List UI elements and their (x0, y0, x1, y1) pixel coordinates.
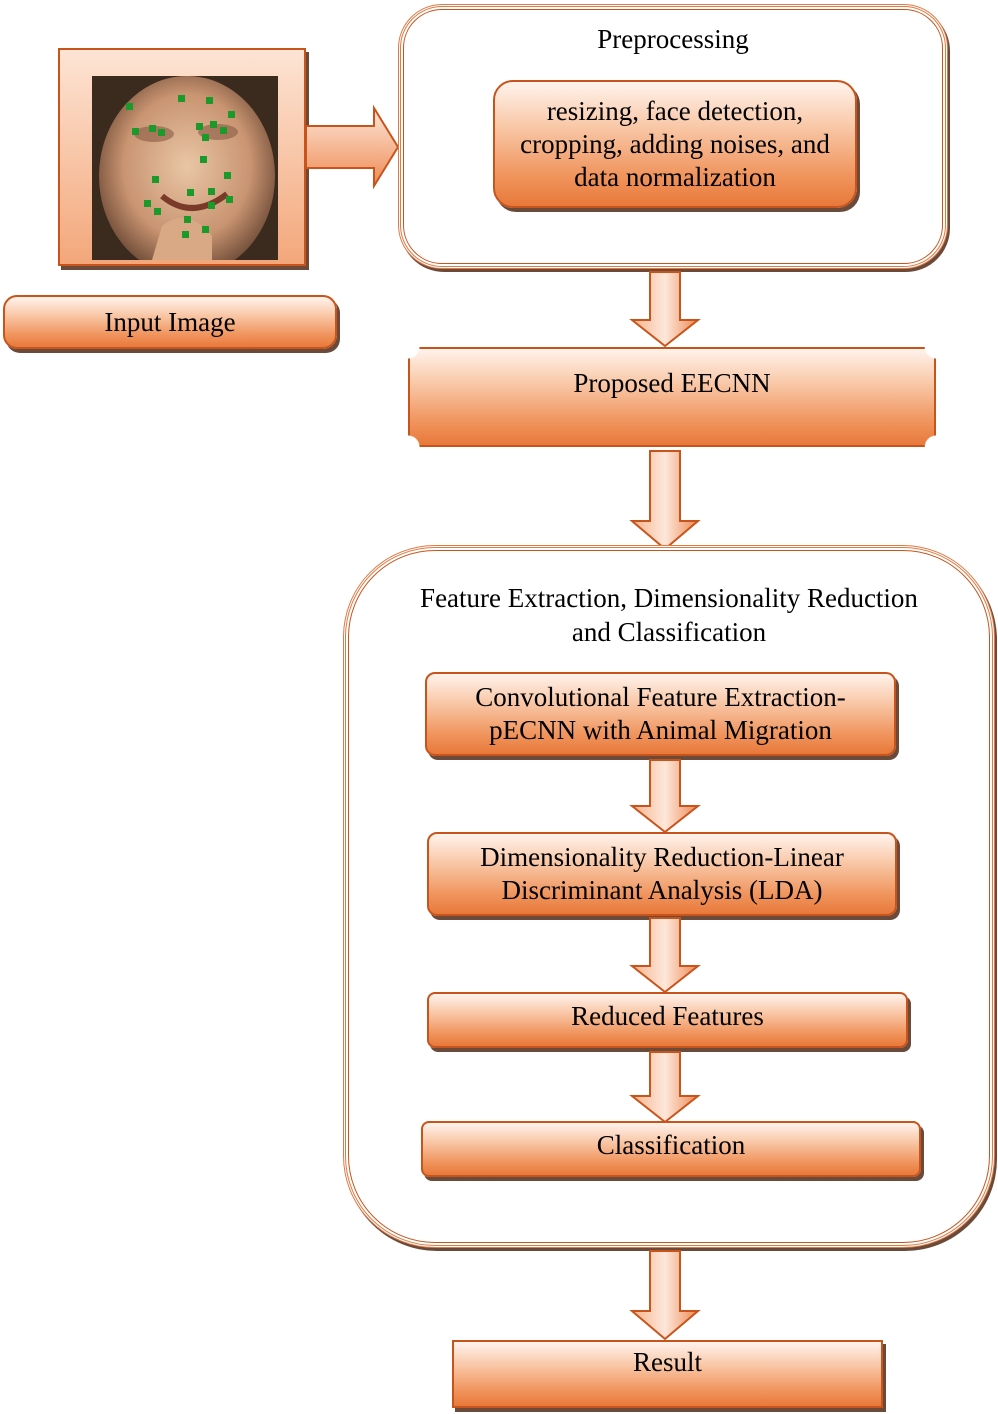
arrow-down-icon (629, 759, 701, 834)
arrow-down-icon (629, 917, 701, 994)
arrow-down-icon (629, 450, 701, 551)
preprocessing-title: Preprocessing (597, 24, 749, 54)
arrow-down-icon (629, 1051, 701, 1124)
preprocessing-steps-box: resizing, face detection, cropping, addi… (493, 80, 857, 208)
face-landmark-photo (92, 76, 278, 260)
result-box: Result (452, 1340, 883, 1408)
input-image-frame (58, 48, 306, 266)
classification-box: Classification (421, 1121, 921, 1177)
reduced-features-box: Reduced Features (427, 992, 908, 1048)
preprocessing-group: Preprocessing (398, 4, 948, 269)
feature-group-title-line1: Feature Extraction, Dimensionality Reduc… (420, 583, 918, 613)
proposed-eecnn-box: Proposed EECNN (408, 347, 936, 447)
arrow-down-icon (629, 271, 701, 348)
arrow-down-icon (629, 1250, 701, 1341)
dimensionality-reduction-lda-box: Dimensionality Reduction-Linear Discrimi… (427, 832, 897, 916)
input-image-label: Input Image (3, 295, 337, 349)
feature-group-title-line2: and Classification (571, 617, 767, 647)
convolutional-feature-extraction-box: Convolutional Feature Extraction- pECNN … (425, 672, 896, 756)
arrow-right-icon (305, 104, 400, 190)
